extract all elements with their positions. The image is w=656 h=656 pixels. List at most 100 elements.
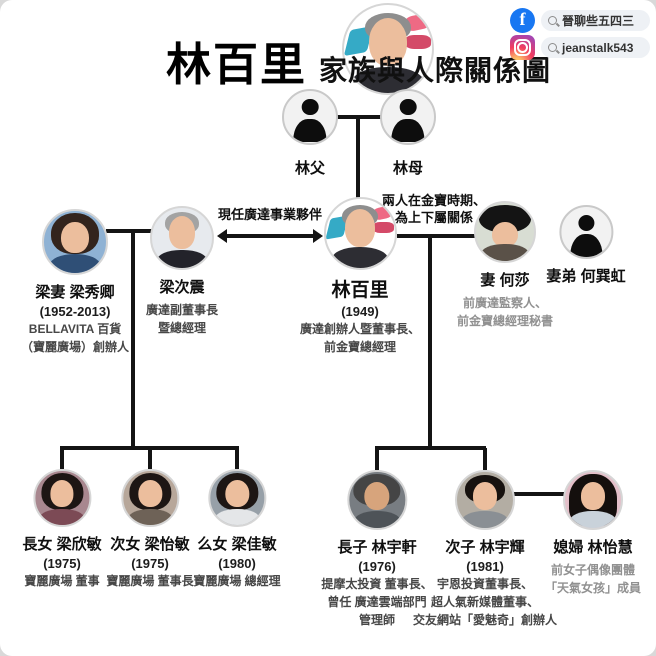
person-name: 媳婦 林怡慧 (553, 539, 633, 556)
person-desc: 暨總經理 (157, 321, 207, 335)
person-name: 梁次震 (159, 279, 205, 296)
avatar-torso (157, 250, 207, 268)
search-icon (548, 43, 557, 52)
person-name: 長女 梁欣敏 (22, 536, 102, 553)
person-card-wife-ho-sha: 妻 何莎 前廣達監察人、 前金寶總經理秘書 (457, 201, 553, 329)
kinpo-note-line1: 兩人在金寶時期、 (381, 193, 487, 208)
person-silhouette-icon (558, 205, 613, 259)
person-desc: 寶麗廣場 總經理 (193, 574, 281, 588)
person-card-lin-barry: ntcom 林百里 (1949) 廣達創辦人暨董事長、 前金寶總經理 (300, 197, 420, 355)
avatar-torso (39, 508, 85, 525)
person-desc: 寶麗廣場 董事 (24, 574, 100, 588)
partnership-label: 現任廣達事業夥伴 (217, 207, 323, 222)
connector-liang-marriage (106, 229, 152, 233)
person-name: 妻 何莎 (480, 272, 530, 289)
person-silhouette-icon (380, 89, 436, 145)
facebook-handle-pill[interactable]: 晉聊些五四三 (541, 10, 650, 31)
avatar-face (138, 480, 162, 508)
connector-drop-daughter2 (148, 448, 152, 469)
avatar-face (580, 482, 606, 511)
instagram-handle-row: jeanstalk543 (510, 35, 650, 60)
connector-sons-bar (375, 446, 486, 450)
header-avatar: ntcom (342, 3, 434, 95)
person-desc: 前廣達監察人、 (462, 296, 548, 310)
person-desc: 「天氣女孩」成員 (544, 581, 642, 595)
kinpo-relationship-note: 兩人在金寶時期、 為上下屬關係 (382, 192, 486, 226)
instagram-icon[interactable] (510, 35, 535, 60)
person-photo (121, 469, 179, 527)
person-years: (1981) (466, 559, 504, 574)
instagram-handle: jeanstalk543 (562, 40, 634, 55)
avatar-face (61, 221, 89, 253)
person-photo (208, 469, 266, 527)
avatar-face (344, 209, 376, 247)
connector-liang-descent (131, 231, 135, 448)
person-years: (1980) (218, 556, 256, 571)
connector-son2-wife-marriage (513, 492, 565, 496)
connector-drop-daughter1 (60, 448, 64, 469)
person-photo (41, 209, 108, 275)
avatar-torso (481, 243, 529, 261)
person-photo (347, 470, 407, 530)
person-card-liang-wife: 梁妻 梁秀卿 (1952-2013) BELLAVITA 百貨 （寶麗廣場）創辦… (21, 209, 129, 355)
logo-shape-red (404, 34, 432, 49)
facebook-icon[interactable] (510, 8, 535, 33)
logo-shape-red (373, 222, 394, 234)
person-name: 梁妻 梁秀卿 (35, 284, 115, 301)
connector-drop-daughter3 (235, 448, 239, 469)
person-name: 妻弟 何巽虹 (546, 268, 626, 285)
person-name: 么女 梁佳敏 (197, 536, 277, 553)
page-subtitle: 家族與人際關係圖 (319, 55, 552, 86)
person-desc: 前女子偶像團體 (550, 563, 636, 577)
kinpo-note-line2: 為上下屬關係 (394, 210, 474, 225)
avatar-torso (214, 508, 260, 525)
avatar-torso (127, 508, 173, 525)
person-years: (1975) (43, 556, 81, 571)
person-card-daughter-in-law: 媳婦 林怡慧 前女子偶像團體 「天氣女孩」成員 (545, 470, 641, 596)
person-card-eldest-daughter: 長女 梁欣敏 (1975) 寶麗廣場 董事 (22, 469, 102, 589)
person-name: 林父 (294, 160, 325, 177)
person-desc: 管理師 (358, 613, 395, 627)
connector-drop-son2 (483, 448, 487, 470)
avatar-face (50, 480, 74, 508)
person-years: (1952-2013) (39, 304, 111, 319)
avatar-face (364, 481, 390, 510)
avatar-torso (354, 511, 400, 528)
page-title: 林百里 (166, 39, 308, 90)
avatar-face (168, 216, 196, 249)
person-desc: 寶麗廣場 董事長 (106, 574, 194, 588)
person-photo (473, 201, 536, 263)
person-name: 次子 林宇輝 (445, 539, 525, 556)
person-photo (454, 470, 515, 530)
partnership-arrow-icon (217, 229, 323, 243)
person-desc: 超人氣新媒體董事、 (430, 595, 540, 609)
page-title-group: 林百里 家族與人際關係圖 (166, 28, 551, 93)
avatar-torso (49, 254, 101, 273)
person-card-youngest-daughter: 么女 梁佳敏 (1980) 寶麗廣場 總經理 (193, 469, 281, 589)
facebook-handle: 晉聊些五四三 (562, 14, 635, 28)
person-years: (1949) (341, 304, 379, 319)
person-card-liang-chu-chen: 梁次震 廣達副董事長 暨總經理 (146, 206, 218, 336)
person-photo (562, 470, 623, 530)
person-years: (1976) (358, 559, 396, 574)
avatar-torso (570, 511, 616, 528)
person-photo: ntcom (323, 197, 397, 270)
person-name: 次女 梁怡敏 (110, 536, 190, 553)
person-desc: 廣達創辦人暨董事長、 (299, 322, 421, 336)
instagram-handle-pill[interactable]: jeanstalk543 (541, 37, 650, 58)
avatar-face (368, 18, 408, 66)
person-years: (1975) (131, 556, 169, 571)
person-desc: BELLAVITA 百貨 (28, 322, 122, 336)
person-silhouette-icon (282, 89, 338, 145)
person-card-ho-brother: 妻弟 何巽虹 (546, 205, 626, 286)
connector-barry-ho-marriage (397, 234, 475, 238)
person-name: 林母 (392, 160, 423, 177)
connector-parents-to-barry (356, 117, 360, 199)
avatar-face (472, 481, 498, 510)
person-name: 長子 林宇軒 (337, 539, 417, 556)
connector-barry-descent (428, 236, 432, 446)
avatar-torso (462, 511, 508, 528)
person-card-second-daughter: 次女 梁怡敏 (1975) 寶麗廣場 董事長 (106, 469, 194, 589)
avatar-face (492, 221, 518, 248)
